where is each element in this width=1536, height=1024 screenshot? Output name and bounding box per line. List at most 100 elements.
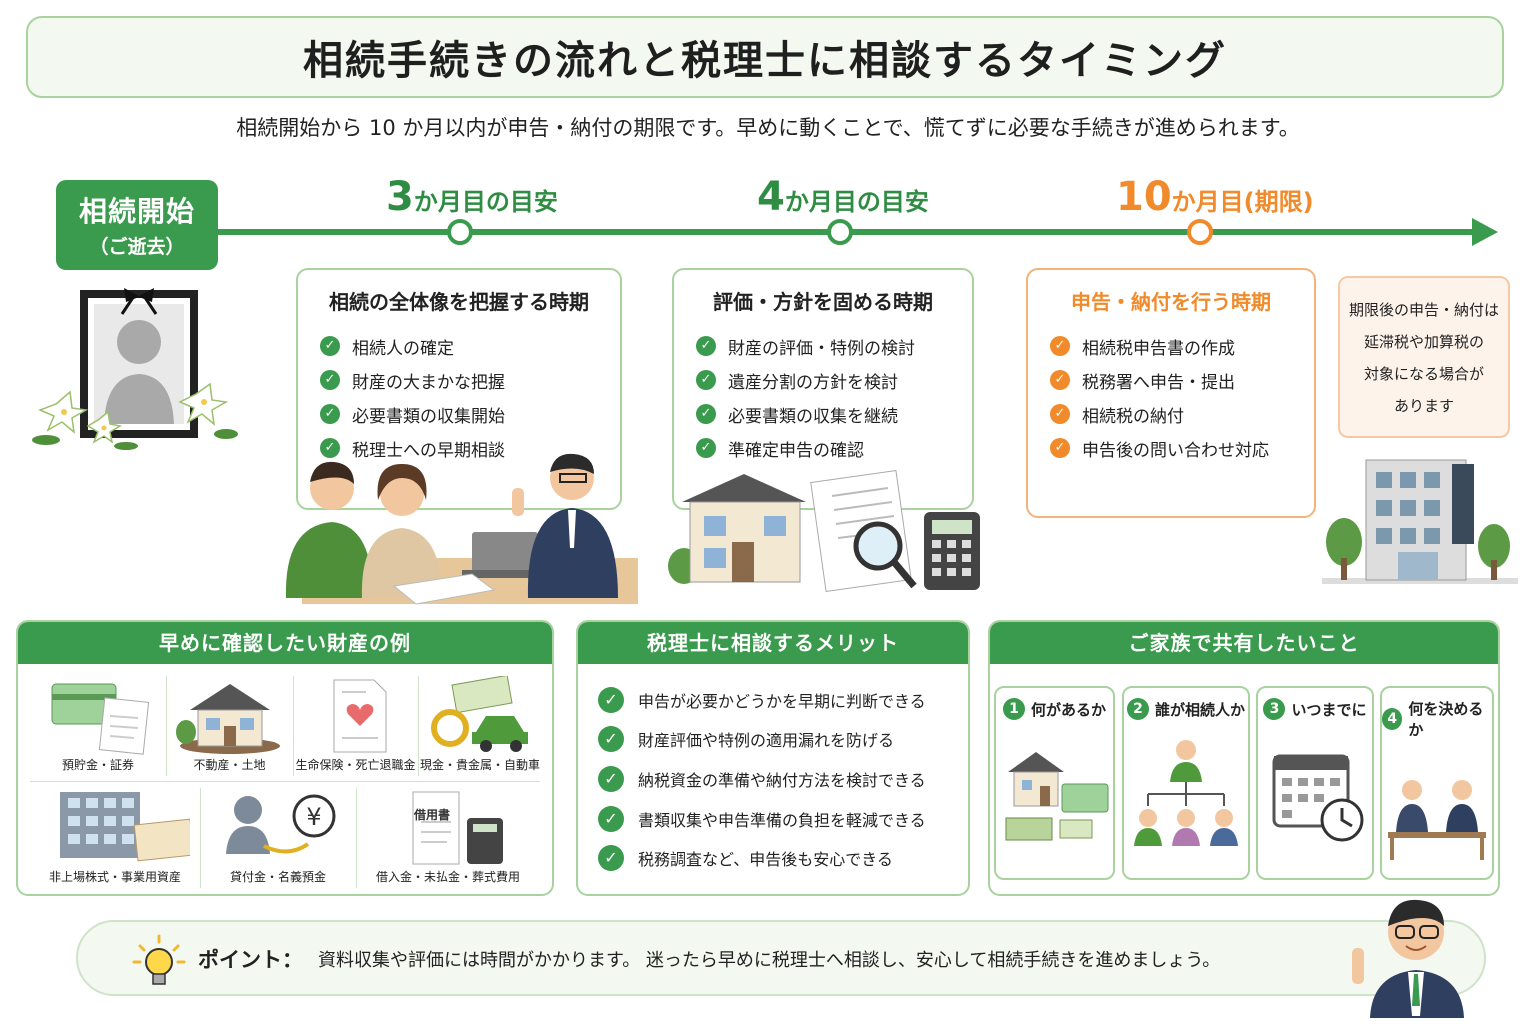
milestone-3-text: か月目の目安 bbox=[413, 188, 558, 216]
assets-divider bbox=[356, 788, 357, 888]
family-card-3: 3 いつまでに bbox=[1256, 686, 1374, 880]
family-card-2: 2 誰が相続人か bbox=[1122, 686, 1250, 880]
merit-item: ✓申告が必要かどうかを早期に判断できる bbox=[578, 680, 968, 720]
check-icon: ✓ bbox=[598, 765, 624, 792]
office-building-icon bbox=[60, 792, 190, 862]
phase-3-card: 申告・納付を行う時期 ✓相続税申告書の作成 ✓税務署へ申告・提出 ✓相続税の納付… bbox=[1026, 268, 1316, 518]
phase-2-item: ✓ 必要書類の収集を継続 bbox=[674, 397, 972, 431]
consultation-illustration bbox=[285, 453, 638, 605]
check-icon: ✓ bbox=[598, 845, 624, 872]
step-number-badge: 4 bbox=[1382, 708, 1403, 730]
step-number-badge: 3 bbox=[1263, 698, 1286, 720]
asset-label: 生命保険・死亡退職金 bbox=[295, 758, 416, 772]
family-tree-icon bbox=[1134, 740, 1238, 846]
milestone-dot-10 bbox=[1187, 219, 1213, 245]
asset-insurance: 生命保険・死亡退職金 bbox=[293, 676, 418, 773]
check-icon: ✓ bbox=[320, 438, 340, 458]
phase-3-item-text: 申告後の問い合わせ対応 bbox=[1082, 440, 1269, 461]
merit-text: 税務調査など、申告後も安心できる bbox=[638, 850, 893, 870]
insurance-document-icon bbox=[333, 679, 386, 753]
phase-1-item: ✓ 必要書類の収集開始 bbox=[298, 397, 620, 431]
merit-text: 申告が必要かどうかを早期に判断できる bbox=[638, 691, 926, 711]
page-title: 相続手続きの流れと税理士に相談するタイミング bbox=[303, 38, 1227, 84]
check-icon: ✓ bbox=[696, 438, 716, 458]
phase-2-item-text: 財産の評価・特例の検討 bbox=[728, 338, 915, 359]
milestone-4-text: か月目の目安 bbox=[784, 188, 929, 216]
phase-3-item-text: 税務署へ申告・提出 bbox=[1082, 372, 1235, 393]
phase-1-item: ✓財産の大まかな把握 bbox=[298, 363, 620, 397]
check-icon: ✓ bbox=[1050, 370, 1070, 390]
asset-label: 借入金・未払金・葬式費用 bbox=[375, 870, 520, 884]
merits-section: 税理士に相談するメリット ✓申告が必要かどうかを早期に判断できる ✓財産評価や特… bbox=[576, 620, 970, 896]
point-banner bbox=[76, 920, 1486, 996]
milestone-3-number: 3 bbox=[386, 174, 414, 220]
milestone-10-text: か月目(期限) bbox=[1171, 188, 1314, 216]
milestone-3-label: 3か月目の目安 bbox=[386, 174, 558, 220]
tax-advisor-icon bbox=[1352, 899, 1464, 1018]
milestone-dot-4 bbox=[827, 219, 853, 245]
phase-2-title: 評価・方針を固める時期 bbox=[713, 290, 933, 314]
loan-document-title: 借用書 bbox=[414, 808, 451, 822]
check-icon: ✓ bbox=[320, 404, 340, 424]
late-filing-note: 期限後の申告・納付は 延滞税や加算税の 対象になる場合が あります bbox=[1338, 276, 1510, 438]
phase-1-title: 相続の全体像を把握する時期 bbox=[329, 290, 589, 314]
asset-unlisted-shares: 非上場株式・事業用資産 bbox=[30, 788, 200, 885]
phase-2-item: ✓財産の評価・特例の検討 bbox=[674, 329, 972, 363]
point-label: ポイント： bbox=[198, 948, 303, 972]
assets-divider bbox=[293, 676, 294, 776]
calendar-clock-icon bbox=[1272, 754, 1364, 842]
assets-divider bbox=[30, 781, 540, 782]
title-banner: 相続手続きの流れと税理士に相談するタイミング bbox=[26, 16, 1504, 98]
loan-document-calculator-icon bbox=[412, 791, 503, 865]
check-icon: ✓ bbox=[598, 805, 624, 832]
asset-label: 貸付金・名義預金 bbox=[229, 870, 326, 884]
merit-item: ✓ 書類収集や申告準備の負担を軽減できる bbox=[578, 799, 968, 839]
start-badge: 相続開始 （ご逝去） bbox=[56, 180, 218, 270]
asset-deposits: 預貯金・証券 bbox=[30, 676, 166, 773]
assets-section-title: 早めに確認したい財産の例 bbox=[18, 622, 552, 664]
phase-1-item: ✓相続人の確定 bbox=[298, 329, 620, 363]
merit-text: 財産評価や特例の適用漏れを防げる bbox=[638, 731, 895, 751]
phase-3-item: ✓ 申告後の問い合わせ対応 bbox=[1028, 431, 1314, 465]
merit-item: ✓納税資金の準備や納付方法を検討できる bbox=[578, 759, 968, 799]
assets-divider bbox=[200, 788, 201, 888]
asset-label: 預貯金・証券 bbox=[61, 758, 134, 772]
asset-label: 不動産・土地 bbox=[193, 758, 266, 772]
svg-text:¥: ¥ bbox=[306, 803, 321, 831]
family-card-label: 誰が相続人か bbox=[1154, 700, 1245, 719]
family-card-label: いつまでに bbox=[1291, 700, 1367, 719]
phase-1-item-text: 必要書類の収集開始 bbox=[352, 406, 505, 427]
phase-2-item: ✓ 遺産分割の方針を検討 bbox=[674, 363, 972, 397]
phase-1-item-text: 相続人の確定 bbox=[352, 338, 454, 359]
tax-office-building-icon bbox=[1322, 459, 1518, 584]
check-icon: ✓ bbox=[696, 404, 716, 424]
family-card-label: 何を決めるか bbox=[1408, 700, 1484, 739]
check-icon: ✓ bbox=[1050, 336, 1070, 356]
check-icon: ✓ bbox=[1050, 438, 1070, 458]
asset-debts: 借入金・未払金・葬式費用 bbox=[356, 788, 540, 885]
milestone-10-label: 10か月目(期限) bbox=[1116, 174, 1314, 220]
step-number-badge: 2 bbox=[1126, 698, 1149, 720]
phase-1-item-text: 財産の大まかな把握 bbox=[352, 372, 505, 393]
phase-2-item-text: 遺産分割の方針を検討 bbox=[728, 372, 898, 393]
phase-2-item: ✓ 準確定申告の確認 bbox=[674, 431, 972, 465]
phase-3-item-text: 相続税申告書の作成 bbox=[1082, 338, 1235, 359]
check-icon: ✓ bbox=[696, 370, 716, 390]
phase-3-title: 申告・納付を行う時期 bbox=[1071, 290, 1271, 314]
phase-3-item: ✓相続税の納付 bbox=[1028, 397, 1314, 431]
phase-2-item-text: 準確定申告の確認 bbox=[728, 440, 864, 461]
phase-3-item-text: 相続税の納付 bbox=[1082, 406, 1184, 427]
point-text: 資料収集や評価には時間がかかります。 迷ったら早めに税理士へ相談し、安心して相続… bbox=[318, 950, 1221, 971]
phase-2-item-text: 必要書類の収集を継続 bbox=[728, 406, 898, 427]
assets-divider bbox=[418, 676, 419, 776]
phase-3-item: ✓ 相続税申告書の作成 bbox=[1028, 329, 1314, 363]
valuation-illustration bbox=[668, 469, 980, 593]
merit-text: 書類収集や申告準備の負担を軽減できる bbox=[638, 810, 926, 830]
asset-loans: ¥ 貸付金・名義預金 bbox=[200, 788, 356, 885]
start-label: 相続開始 bbox=[78, 195, 195, 228]
cash-car-icon bbox=[431, 676, 528, 752]
phase-1-item-text: 税理士への早期相談 bbox=[352, 440, 505, 461]
meeting-icon bbox=[1388, 780, 1486, 860]
assets-divider bbox=[166, 676, 167, 776]
